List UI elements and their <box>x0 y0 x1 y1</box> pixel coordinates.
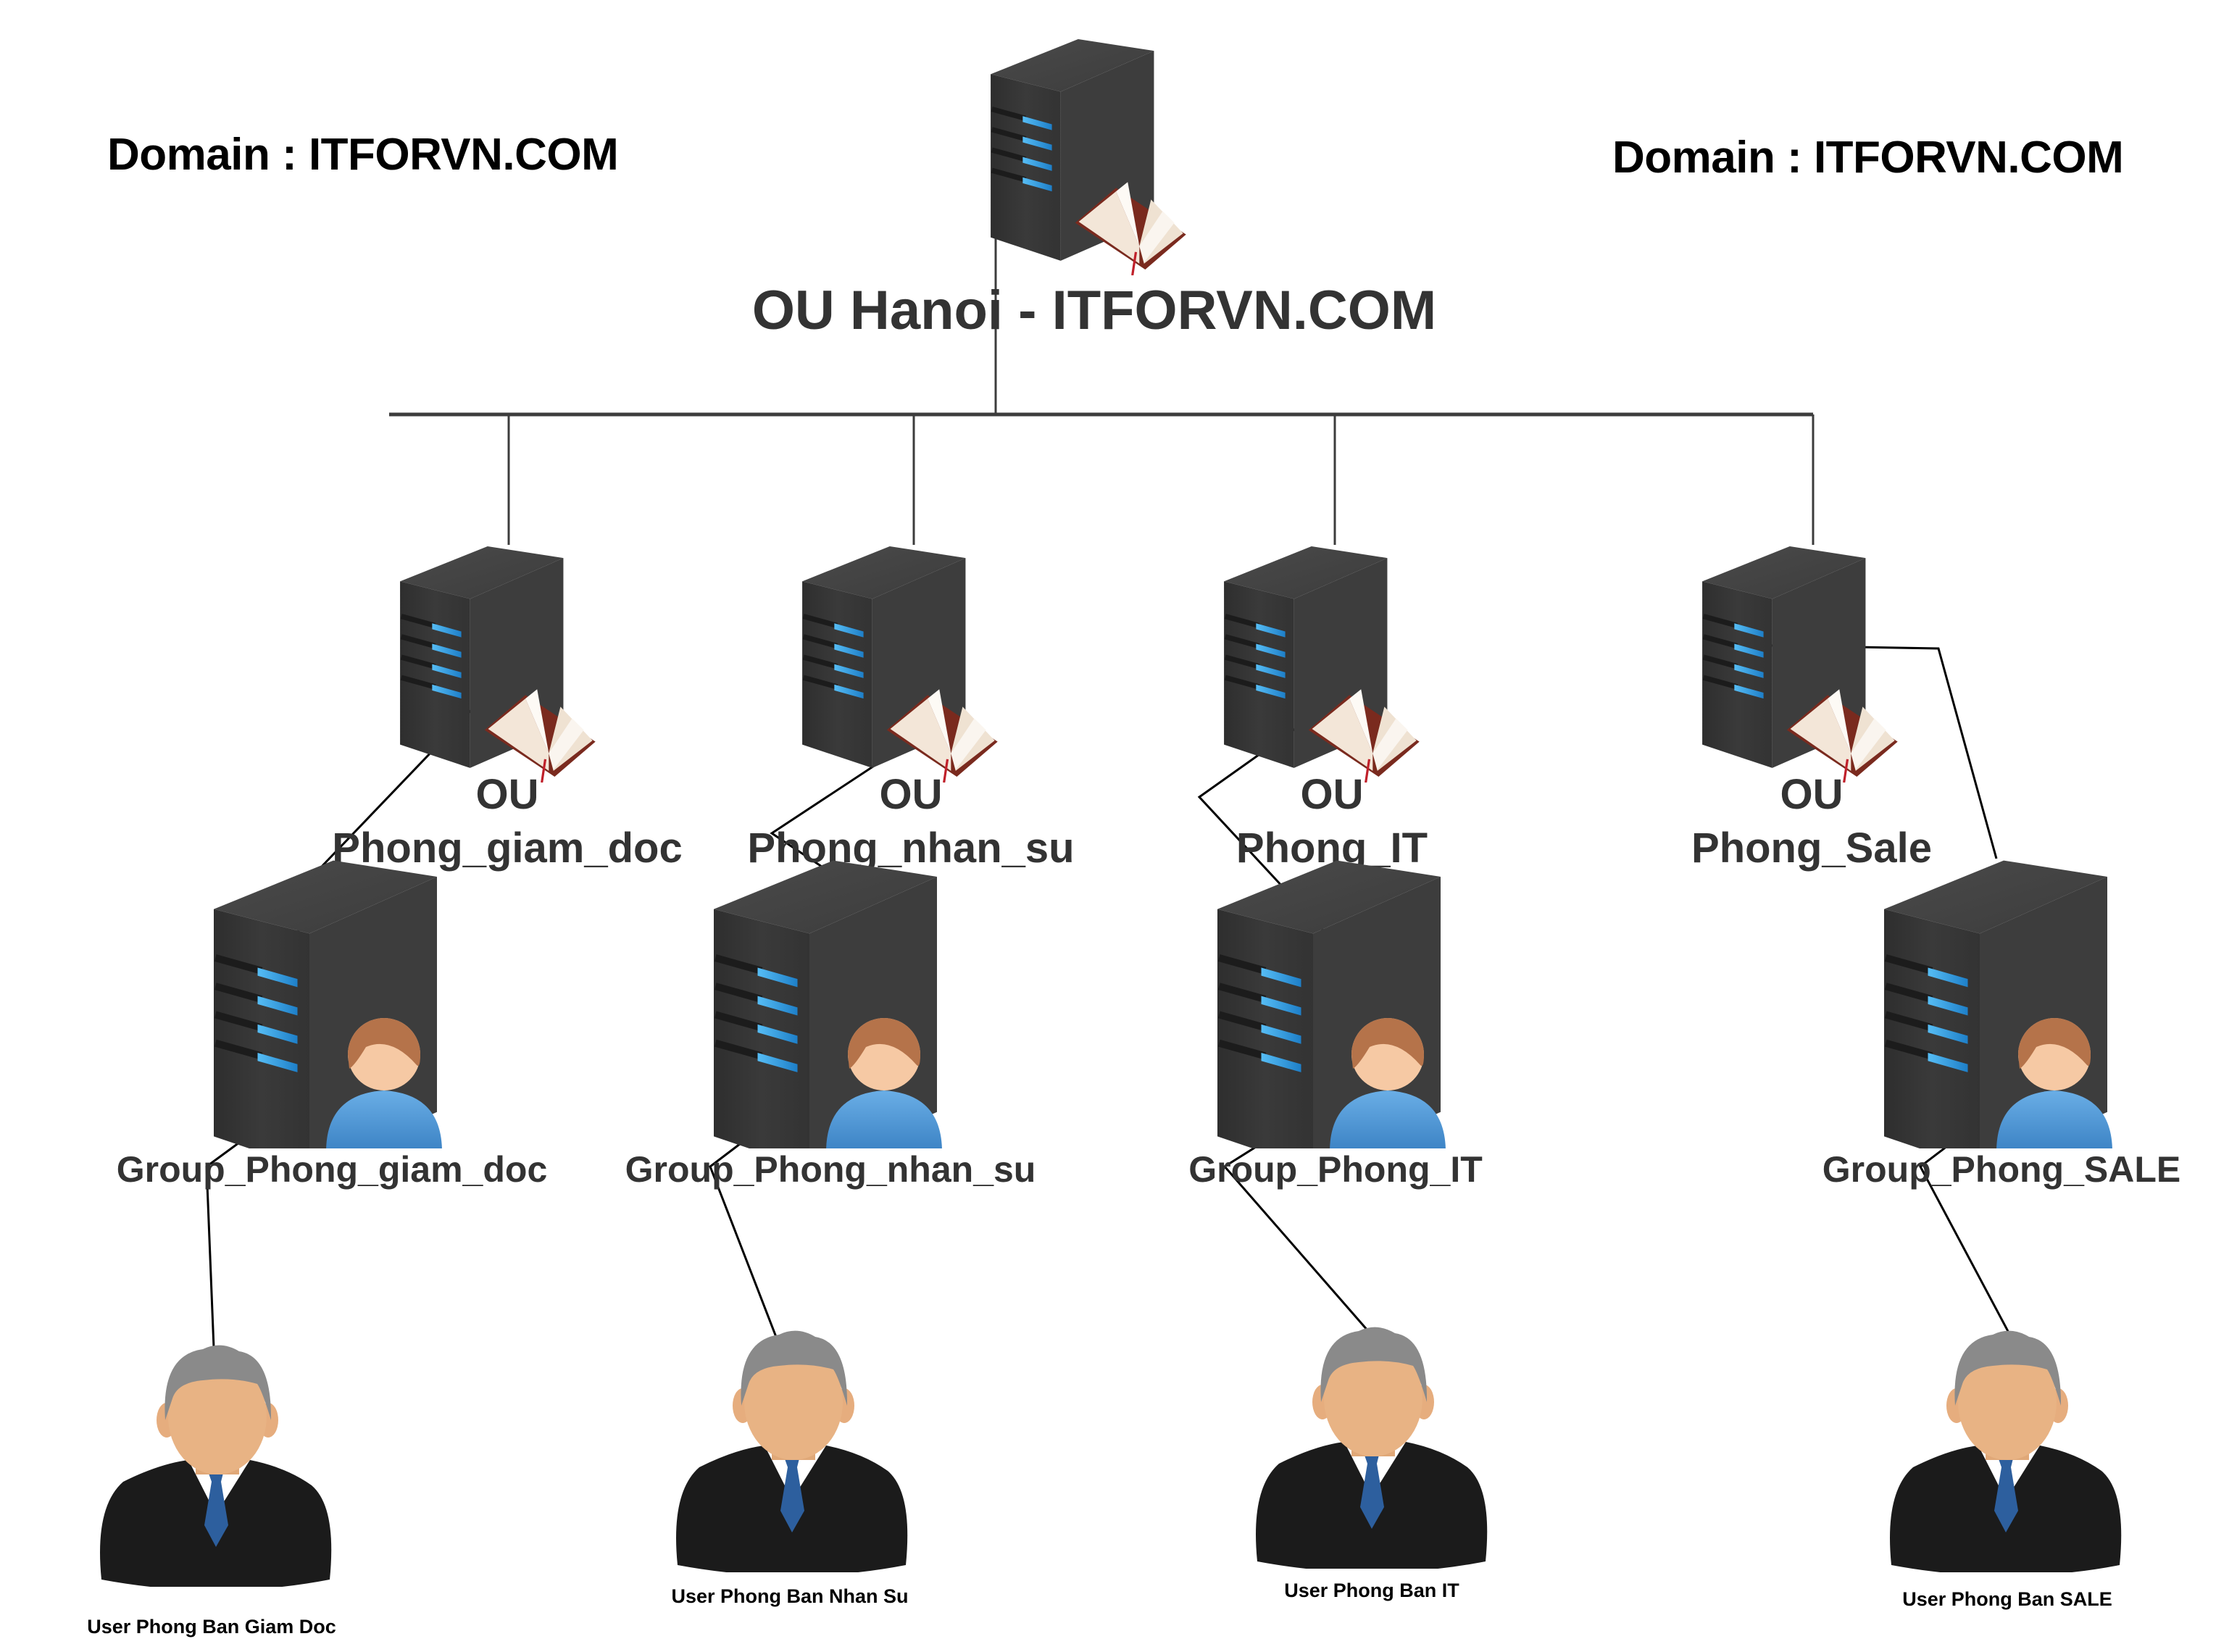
server-book-icon <box>790 543 999 783</box>
server-book-icon <box>388 543 597 783</box>
user-label: User Phong Ban SALE <box>1902 1588 2112 1610</box>
businessman-icon <box>100 1345 332 1587</box>
user-label: User Phong Ban Nhan Su <box>671 1585 909 1607</box>
businessman-icon <box>1256 1327 1488 1569</box>
server-book-icon <box>971 36 1188 275</box>
group-label: Group_Phong_IT <box>1188 1149 1483 1190</box>
user-label: User Phong Ban IT <box>1284 1580 1459 1601</box>
ou-prefix: OU <box>879 771 943 818</box>
ou-prefix: OU <box>1300 771 1364 818</box>
ou-prefix: OU <box>475 771 539 818</box>
group-label: Group_Phong_giam_doc <box>116 1149 548 1190</box>
user-label: User Phong Ban Giam Doc <box>87 1616 336 1638</box>
group-label: Group_Phong_SALE <box>1822 1149 2181 1190</box>
businessman-icon <box>1890 1330 2122 1572</box>
businessman-icon <box>676 1330 908 1572</box>
ou-name: Phong_Sale <box>1691 825 1932 872</box>
ou-name: Phong_giam_doc <box>332 825 683 872</box>
server-user-icon <box>1884 859 2112 1148</box>
group-label: Group_Phong_nhan_su <box>625 1149 1036 1190</box>
domain-label-left: Domain : ITFORVN.COM <box>107 130 619 180</box>
ou-label-nhan-su: OU Phong_nhan_su <box>747 768 1074 875</box>
server-user-icon <box>1217 859 1446 1148</box>
ou-prefix: OU <box>1780 771 1844 818</box>
root-ou-title: OU Hanoi - ITFORVN.COM <box>751 280 1437 341</box>
server-book-icon <box>1212 543 1421 783</box>
ou-label-giam-doc: OU Phong_giam_doc <box>332 768 682 875</box>
domain-label-right: Domain : ITFORVN.COM <box>1612 133 2124 183</box>
server-user-icon <box>214 859 442 1148</box>
ou-name: Phong_nhan_su <box>747 825 1075 872</box>
server-book-icon <box>1690 543 1899 783</box>
link-ou-group-nhan-su <box>770 752 893 871</box>
ou-label-it: OU Phong_IT <box>1236 768 1428 875</box>
ou-label-sale: OU Phong_Sale <box>1691 768 1932 875</box>
server-user-icon <box>714 859 942 1148</box>
